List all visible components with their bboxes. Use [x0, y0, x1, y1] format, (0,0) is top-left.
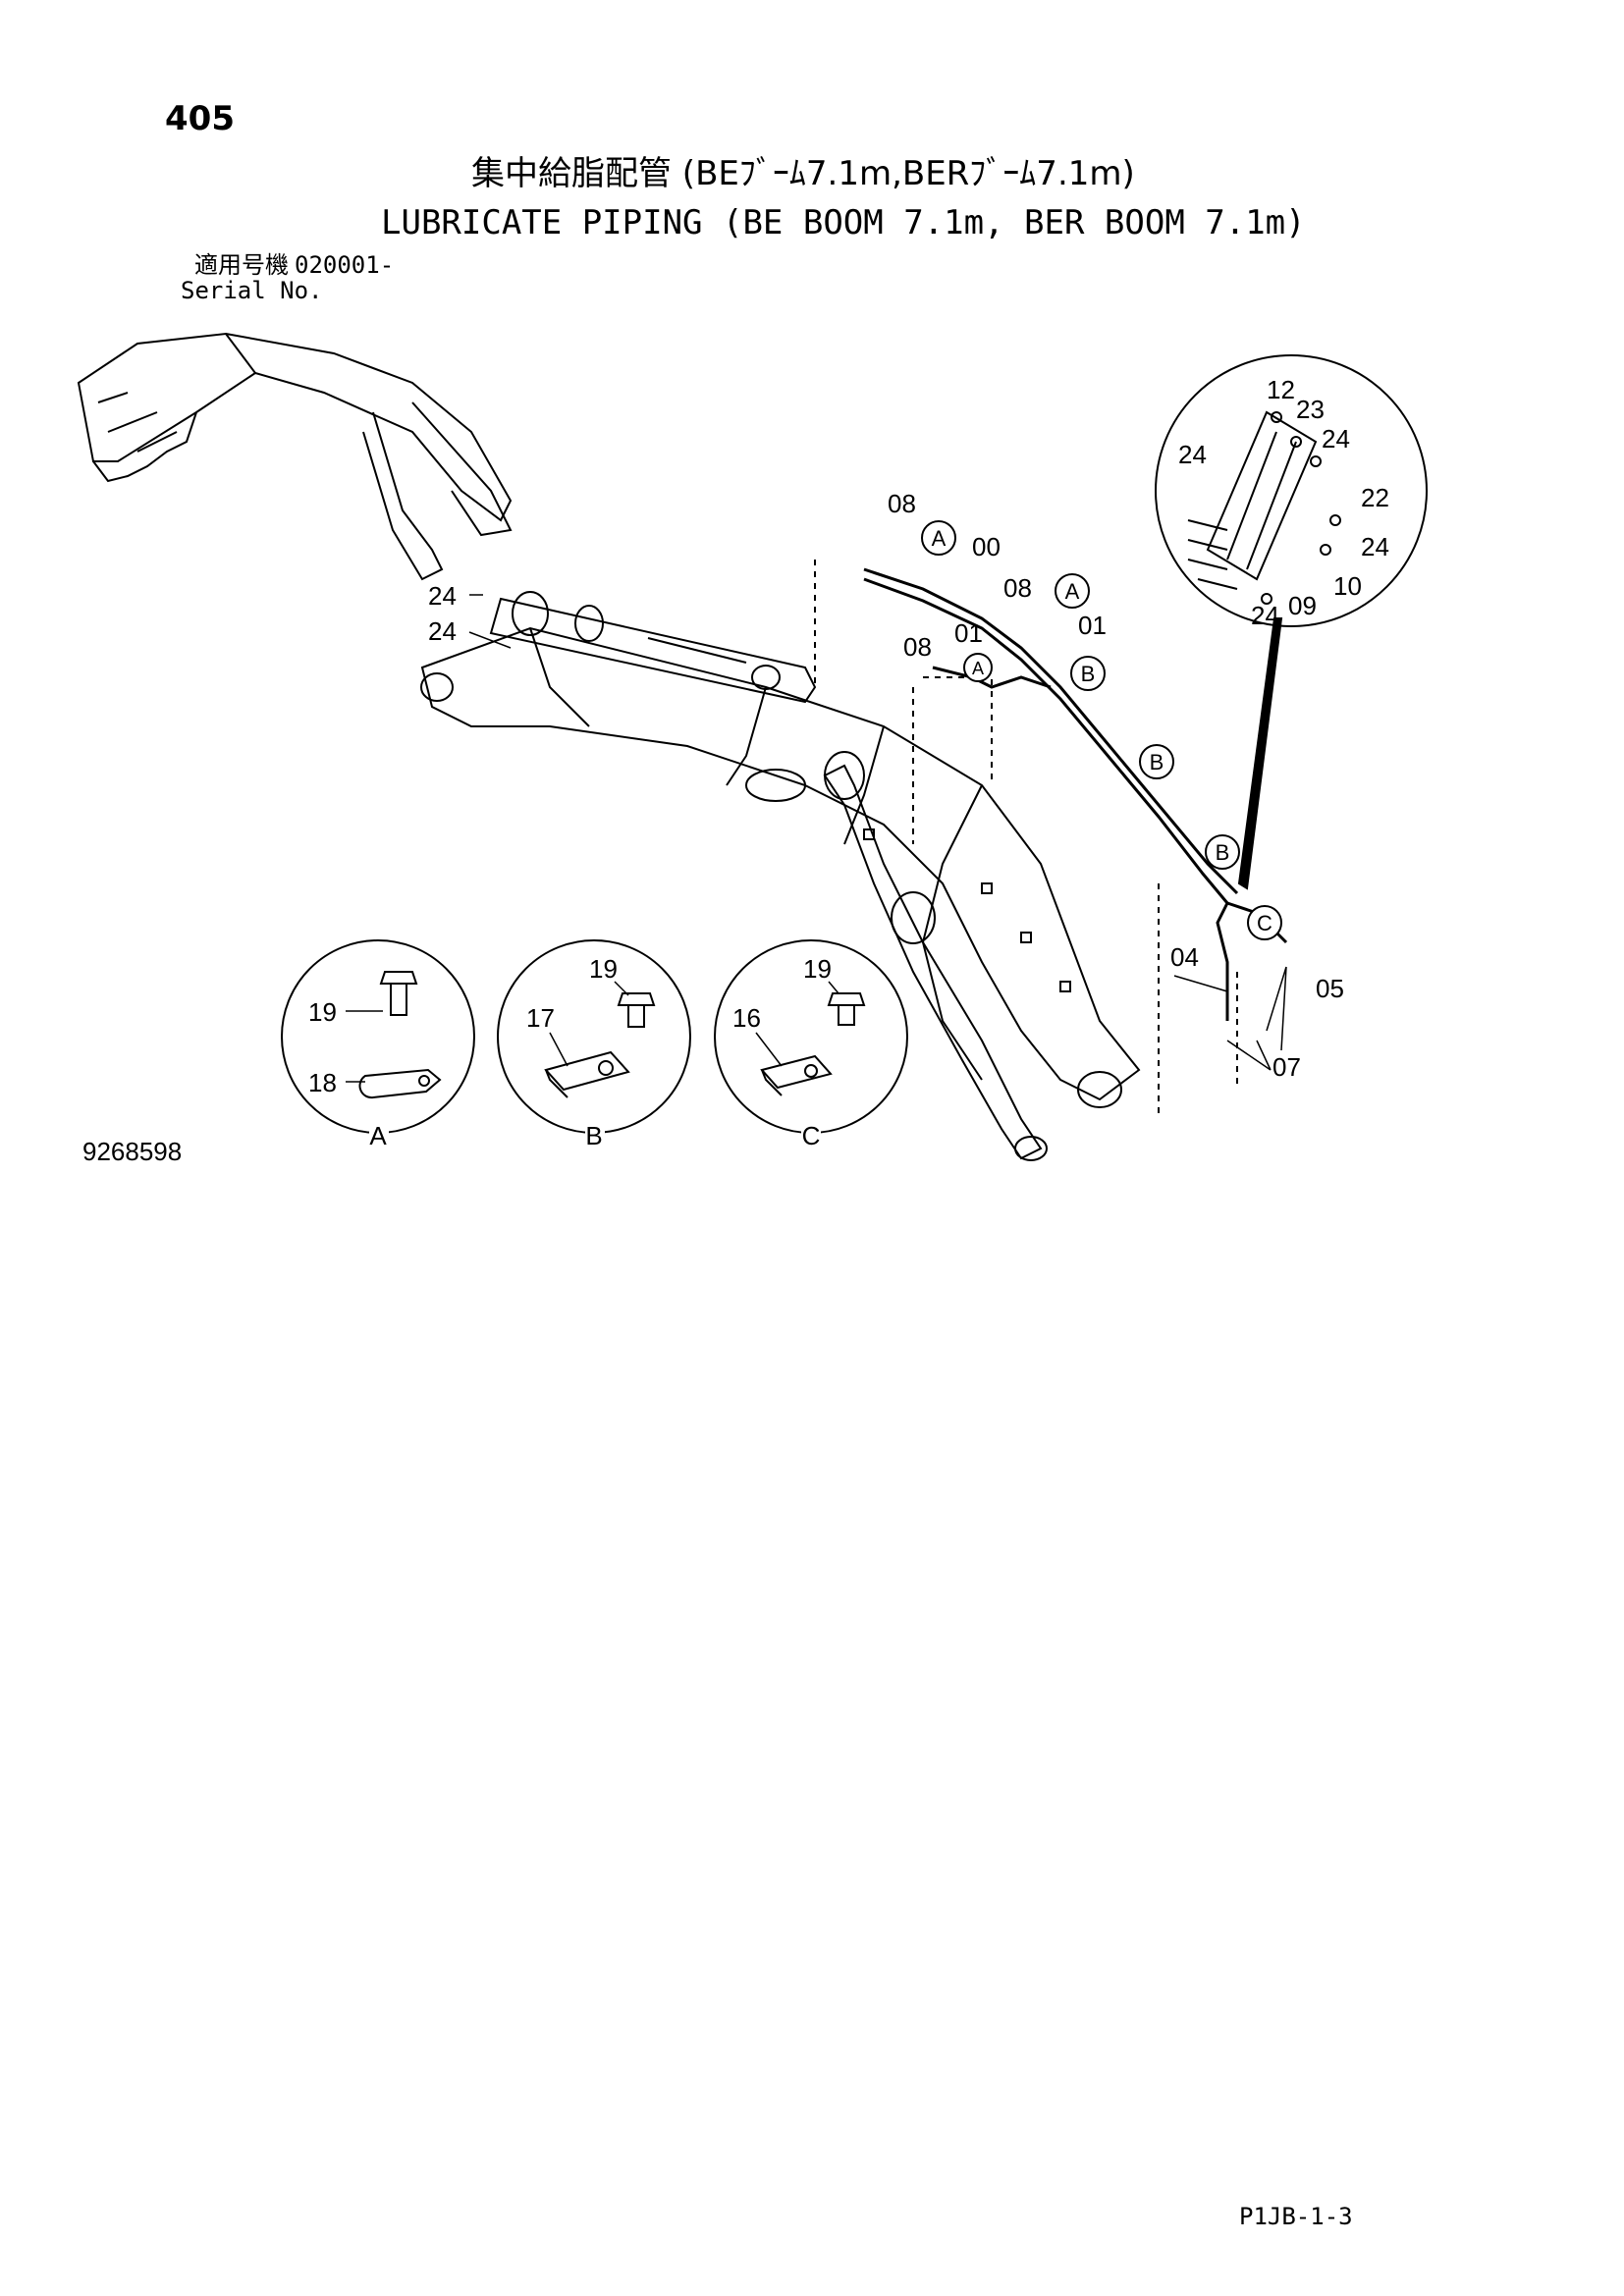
svg-text:B: B — [1150, 750, 1164, 774]
manifold-inset — [1155, 354, 1428, 627]
detail-a: A 19 18 — [281, 939, 475, 1150]
callout-08-upper: 08 — [888, 489, 916, 518]
main-callouts: 08 00 08 01 08 01 24 24 04 05 07 — [428, 489, 1344, 1082]
callout-24-lower: 24 — [428, 616, 457, 646]
detail-c: C 19 16 — [714, 939, 908, 1150]
detail-c-part-16: 16 — [732, 1003, 761, 1033]
inset-callout-10: 10 — [1333, 571, 1362, 601]
inset-callout-24-right: 24 — [1361, 532, 1389, 561]
callout-24-upper: 24 — [428, 581, 457, 611]
detail-c-label: C — [802, 1121, 821, 1150]
page-number: 405 — [165, 99, 235, 138]
clamp-icon — [760, 1054, 833, 1096]
inset-leader — [1237, 617, 1283, 890]
inset-callout-24-top: 24 — [1322, 424, 1350, 454]
overview-excavator-drawing — [77, 332, 513, 581]
callout-08-lower: 08 — [903, 632, 932, 662]
svg-text:B: B — [1216, 840, 1230, 865]
clamp-icon — [544, 1050, 630, 1098]
svg-text:A: A — [972, 659, 984, 678]
svg-text:A: A — [1065, 579, 1080, 604]
detail-b: B 19 17 — [497, 939, 691, 1150]
detail-c-part-19: 19 — [803, 954, 832, 984]
figure-number: 9268598 — [82, 1137, 183, 1166]
bolt-icon — [379, 971, 418, 1016]
detail-a-label: A — [369, 1121, 387, 1150]
detail-b-part-19: 19 — [589, 954, 618, 984]
svg-text:C: C — [1257, 911, 1272, 935]
boom-cylinder-drawing — [489, 591, 817, 704]
serial-label-japanese: 適用号機 — [194, 251, 289, 279]
callout-01-right: 01 — [1078, 611, 1107, 640]
callout-04: 04 — [1170, 942, 1199, 972]
bolt-icon — [617, 992, 656, 1028]
callout-08-middle: 08 — [1003, 573, 1032, 603]
ref-circle-a-1: A — [921, 520, 956, 556]
svg-text:A: A — [932, 526, 947, 551]
detail-a-part-18: 18 — [308, 1068, 337, 1097]
detail-b-label: B — [585, 1121, 602, 1150]
inset-callout-23: 23 — [1296, 395, 1325, 424]
ref-circle-a-3: A — [963, 653, 993, 682]
clip-icon — [358, 1068, 442, 1099]
ref-circle-c: C — [1247, 905, 1282, 940]
ref-circle-b-1: B — [1070, 656, 1106, 691]
svg-text:B: B — [1081, 662, 1096, 686]
serial-label-english: Serial No. — [181, 277, 323, 304]
boom-drawing — [420, 626, 1141, 1108]
reference-circles: A A A B B B C — [921, 520, 1282, 940]
callout-01-left: 01 — [954, 618, 983, 648]
detail-b-part-17: 17 — [526, 1003, 555, 1033]
ref-circle-a-2: A — [1055, 573, 1090, 609]
ref-circle-b-2: B — [1139, 744, 1174, 779]
ref-circle-b-3: B — [1205, 834, 1240, 870]
inset-callout-09: 09 — [1288, 591, 1317, 620]
arm-cylinder-drawing — [823, 751, 1048, 1161]
inset-callout-12: 12 — [1267, 375, 1295, 404]
callout-05: 05 — [1316, 974, 1344, 1003]
callout-00: 00 — [972, 532, 1001, 561]
inset-callout-24-bottom: 24 — [1251, 601, 1279, 630]
bolt-icon — [827, 992, 866, 1026]
title-japanese: 集中給脂配管 (BEﾌﾞｰﾑ7.1m,BERﾌﾞｰﾑ7.1m) — [471, 154, 1135, 193]
title-english: LUBRICATE PIPING (BE BOOM 7.1m, BER BOOM… — [381, 203, 1306, 242]
callout-leaders — [468, 594, 1287, 1071]
inset-callout-22: 22 — [1361, 483, 1389, 512]
serial-number-value: 020001- — [295, 251, 395, 279]
detail-a-part-19: 19 — [308, 997, 337, 1027]
inset-callout-24-left: 24 — [1178, 440, 1207, 469]
page-code: P1JB-1-3 — [1239, 2203, 1353, 2230]
callout-07: 07 — [1272, 1052, 1301, 1082]
dashed-guides — [814, 560, 1238, 1119]
inset-callouts: 12 23 24 24 22 24 24 09 10 — [1178, 375, 1389, 630]
